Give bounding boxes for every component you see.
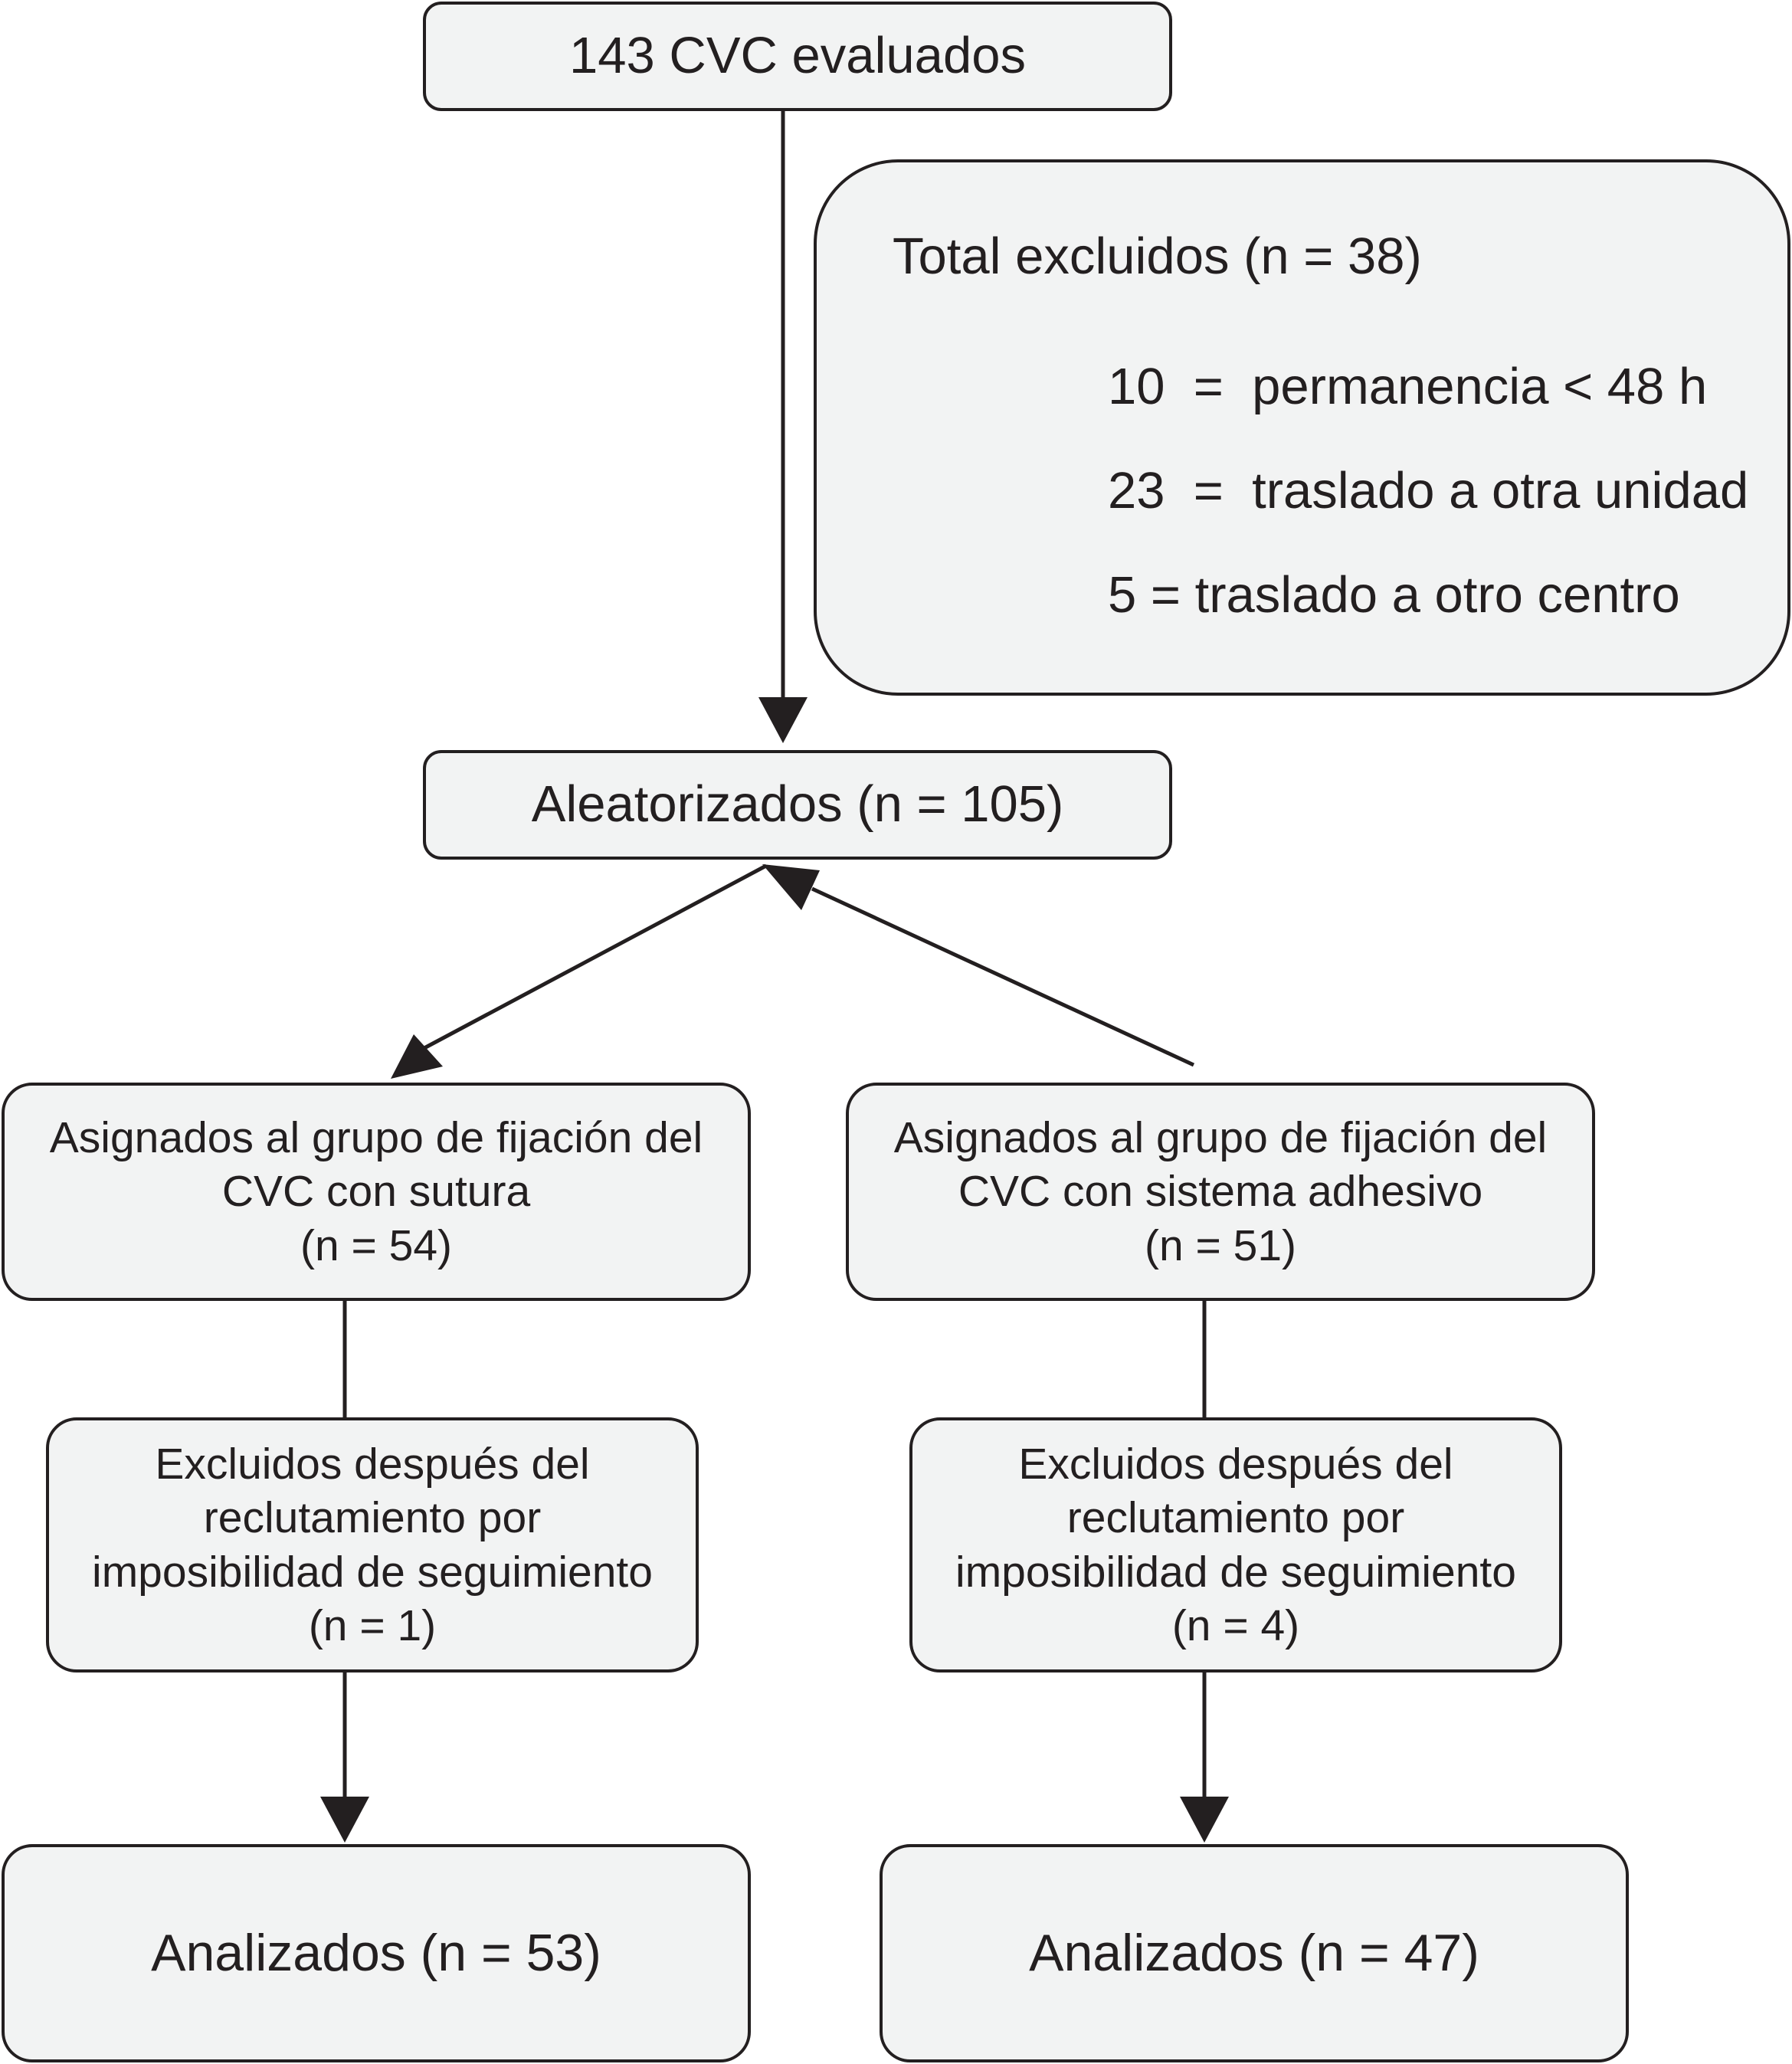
arrowhead-analyzed-suture <box>320 1797 369 1843</box>
group-suture-line-1: Asignados al grupo de fijación del <box>49 1113 703 1163</box>
lost-suture-line-3: imposibilidad de seguimiento <box>92 1547 653 1597</box>
analyzed-suture-box: Analizados (n = 53) <box>2 1844 751 2062</box>
lost-suture-box: Excluidos después del reclutamiento por … <box>46 1417 699 1672</box>
evaluated-box: 143 CVC evaluados <box>423 2 1172 111</box>
lost-suture-line-1: Excluidos después del <box>155 1440 590 1489</box>
lost-suture-line-2: reclutamiento por <box>203 1493 542 1543</box>
analyzed-adhesive-label: Analizados (n = 47) <box>1029 1923 1479 1982</box>
arrowhead-analyzed-adhesive <box>1180 1797 1229 1843</box>
excluded-item-other-center: 5 = traslado a otro centro <box>1108 566 1680 624</box>
group-adhesive-line-3: (n = 51) <box>1144 1220 1297 1270</box>
arrowhead-randomized <box>758 697 808 743</box>
randomized-box: Aleatorizados (n = 105) <box>423 750 1172 860</box>
evaluated-label: 143 CVC evaluados <box>569 27 1026 85</box>
group-suture-box: Asignados al grupo de fijación del CVC c… <box>2 1083 751 1301</box>
arrowhead-randomized-2 <box>762 864 820 910</box>
arrow-adhesive-to-randomized <box>811 886 1195 1067</box>
excluded-box <box>814 159 1790 696</box>
group-adhesive-line-2: CVC con sistema adhesivo <box>958 1167 1483 1217</box>
arrowhead-suture <box>391 1034 443 1079</box>
group-adhesive-line-1: Asignados al grupo de fijación del <box>893 1113 1548 1163</box>
randomized-label: Aleatorizados (n = 105) <box>531 775 1064 834</box>
group-suture-line-2: CVC con sutura <box>221 1167 531 1217</box>
lost-adhesive-box: Excluidos después del reclutamiento por … <box>909 1417 1562 1672</box>
group-suture-line-3: (n = 54) <box>300 1220 453 1270</box>
lost-adhesive-line-2: reclutamiento por <box>1066 1493 1405 1543</box>
lost-adhesive-line-4: (n = 4) <box>1171 1600 1300 1650</box>
excluded-item-other-unit: 23 = traslado a otra unidad <box>1108 462 1749 519</box>
arrow-randomized-to-suture <box>420 863 768 1052</box>
analyzed-adhesive-box: Analizados (n = 47) <box>880 1844 1629 2062</box>
lost-adhesive-line-1: Excluidos después del <box>1018 1440 1453 1489</box>
lost-adhesive-line-3: imposibilidad de seguimiento <box>955 1547 1516 1597</box>
group-adhesive-box: Asignados al grupo de fijación del CVC c… <box>846 1083 1595 1301</box>
lost-suture-line-4: (n = 1) <box>308 1600 437 1650</box>
excluded-item-short-stay: 10 = permanencia < 48 h <box>1108 358 1708 415</box>
excluded-title: Total excluidos (n = 38) <box>893 228 1422 285</box>
analyzed-suture-label: Analizados (n = 53) <box>151 1923 601 1982</box>
